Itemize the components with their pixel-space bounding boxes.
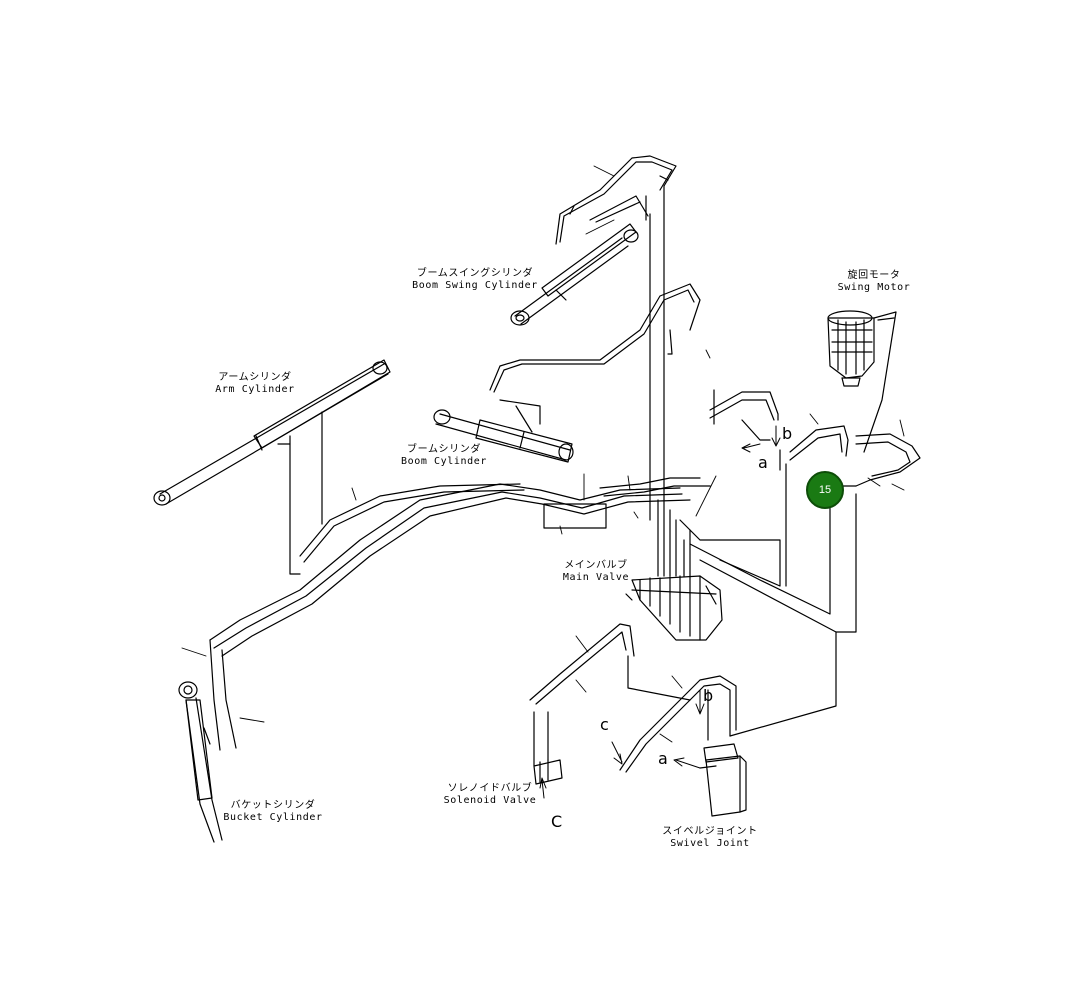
solenoid-valve-label-en: Solenoid Valve [443,795,537,806]
boom-swing-cylinder-label-en: Boom Swing Cylinder [412,280,538,291]
main-valve-label-jp: メインバルブ [564,560,628,571]
ref-letter-a-lower: a [658,749,668,768]
boom-swing-cylinder-drawing [510,155,677,521]
boom-cylinder-drawing [433,283,701,463]
swing-motor-label-jp: 旋回モータ [847,270,901,281]
main-valve-drawing [625,485,857,641]
boom-cylinder-label-jp: ブームシリンダ [407,444,481,455]
hose-bundle-drawing [209,477,711,657]
ref-letter-c-arrow: c [600,715,609,734]
boom-swing-cylinder-label-jp: ブームスイングシリンダ [416,268,534,279]
swivel-joint-label-en: Swivel Joint [670,838,750,849]
swivel-joint-label-jp: スイベルジョイント [662,826,758,837]
ref-letter-a-upper: a [758,453,768,472]
bucket-cylinder-label: バケットシリンダ Bucket Cylinder [218,800,328,824]
swivel-joint-drawing [619,631,837,817]
solenoid-valve-label-jp: ソレノイドバルブ [447,783,533,794]
solenoid-valve-label: ソレノイドバルブ Solenoid Valve [438,783,542,807]
swing-motor-label: 旋回モータ Swing Motor [834,270,914,294]
boom-swing-cylinder-label: ブームスイングシリンダ Boom Swing Cylinder [410,268,540,292]
ref-letter-b-upper: b [782,424,793,443]
bucket-cylinder-drawing [178,639,237,843]
swing-hoses-drawing [709,389,921,587]
reference-arrows [539,425,781,799]
arm-cylinder-label-en: Arm Cylinder [215,384,295,395]
swivel-joint-label: スイベルジョイント Swivel Joint [660,826,760,850]
main-valve-label: メインバルブ Main Valve [558,560,634,584]
leader-lines [181,165,905,743]
main-valve-label-en: Main Valve [562,572,630,583]
swing-motor-label-en: Swing Motor [837,282,911,293]
arm-cylinder-label-jp: アームシリンダ [218,372,292,383]
bucket-cylinder-label-en: Bucket Cylinder [223,812,323,823]
arm-cylinder-drawing [153,359,391,575]
swing-motor-drawing [827,310,897,453]
boom-cylinder-label-en: Boom Cylinder [400,456,488,467]
arm-cylinder-label: アームシリンダ Arm Cylinder [208,372,302,396]
ref-letter-c-solenoid: C [551,812,563,831]
solenoid-valve-drawing [529,623,691,785]
ref-letter-b-lower: b [703,686,714,705]
bucket-cylinder-label-jp: バケットシリンダ [230,800,316,811]
part-callout-15[interactable]: 15 [806,471,844,509]
boom-cylinder-label: ブームシリンダ Boom Cylinder [394,444,494,468]
part-callout-number: 15 [818,484,832,496]
